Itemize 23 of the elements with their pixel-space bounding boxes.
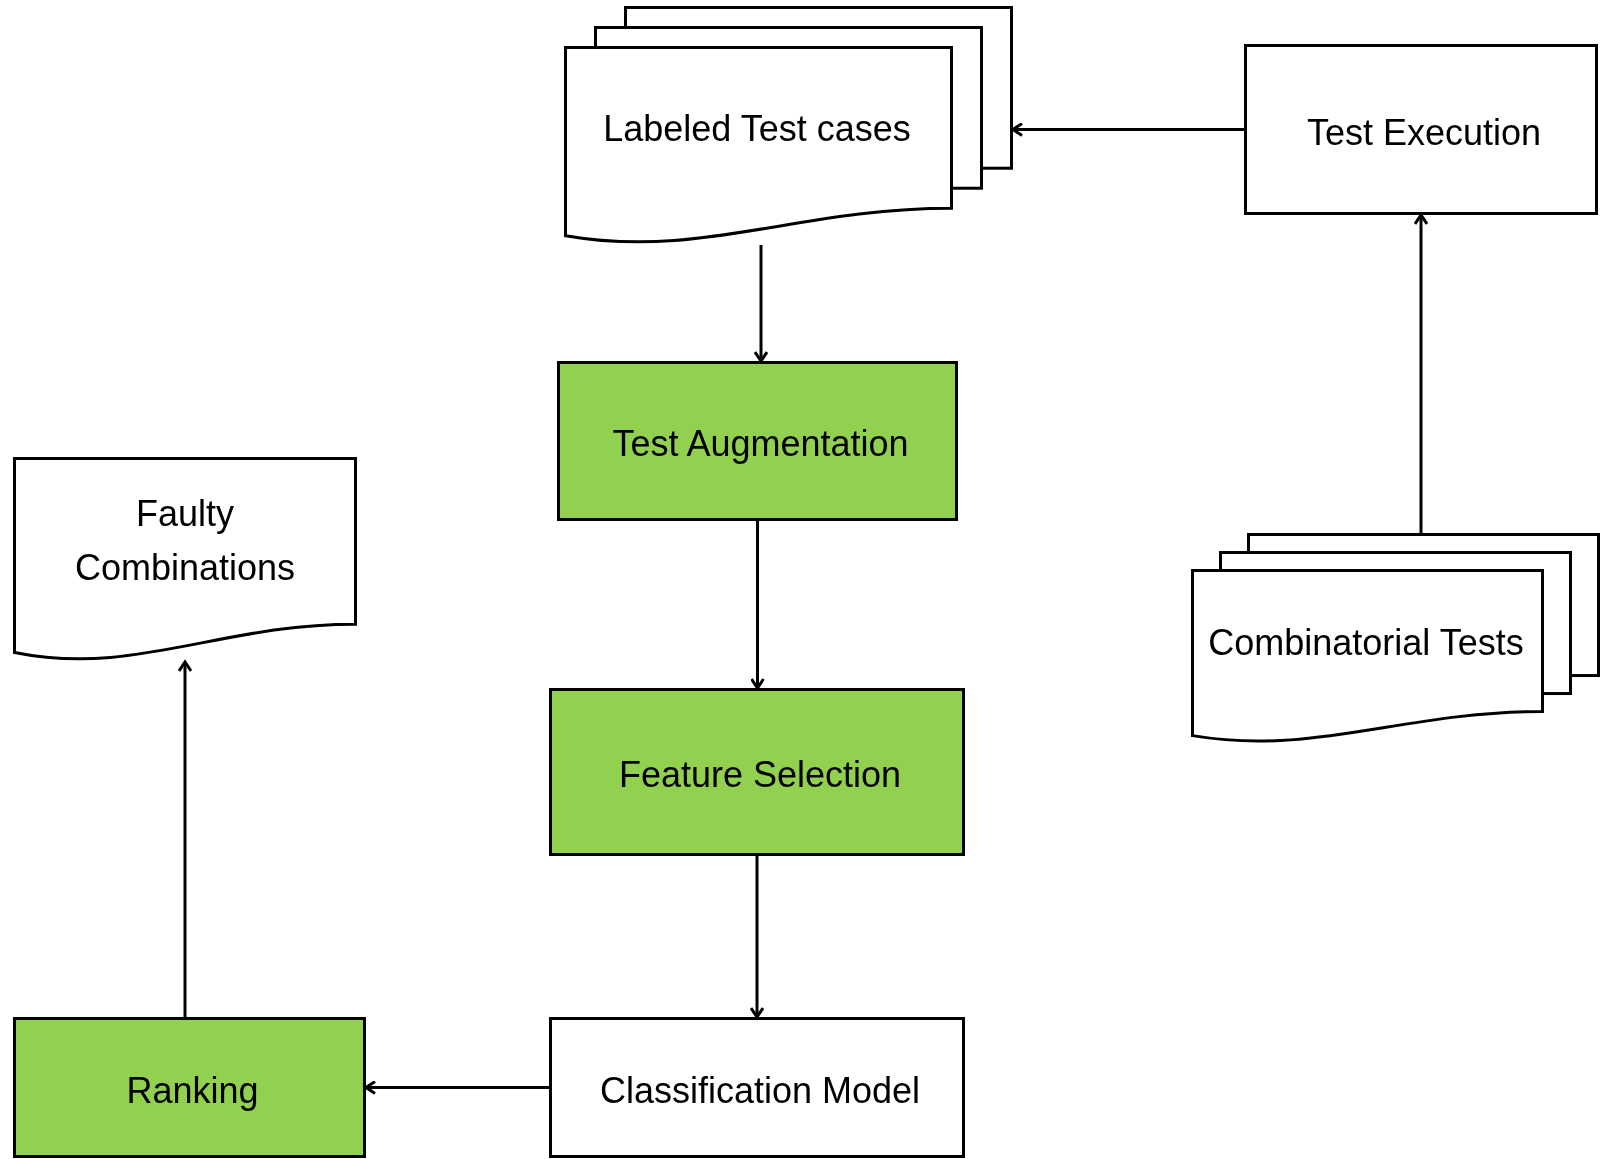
process-box [549,688,965,856]
arrow [1413,213,1429,535]
arrow [753,245,769,363]
node-label: Ranking [126,1068,259,1113]
document-shape [13,457,357,662]
arrow [364,1080,549,1095]
arrow [749,856,765,1019]
node-label: Faulty Combinations [73,492,297,591]
process-box [13,1017,366,1158]
arrow [1011,122,1244,137]
node-label: Combinatorial Tests [1208,620,1524,665]
node-label: Test Augmentation [612,422,909,466]
arrow [750,521,765,690]
process-box [549,1017,965,1158]
node-label: Feature Selection [618,753,902,797]
document-stack [564,8,1013,245]
process-box [1244,44,1598,215]
arrow [177,660,193,1017]
process-box [557,361,958,521]
node-label: Classification Model [599,1068,921,1113]
document-stack [1191,535,1599,744]
node-label: Test Execution [1306,110,1542,155]
node-label: Labeled Test cases [603,107,911,152]
